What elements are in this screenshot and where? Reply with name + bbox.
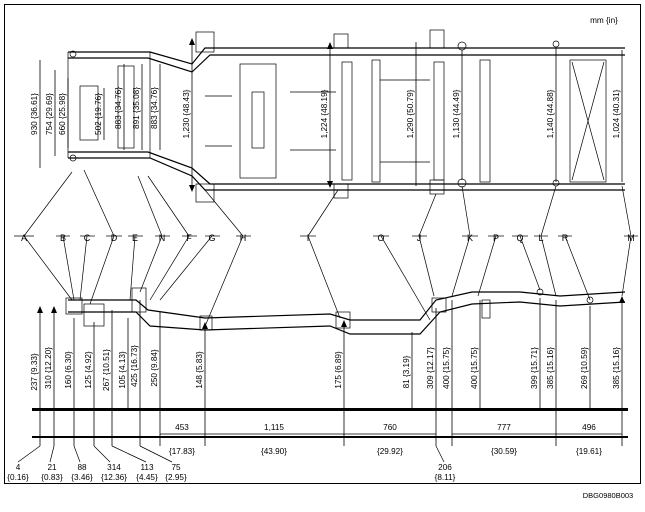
side-height-11: 81 {3.19} (402, 355, 411, 388)
letter-I: I (307, 233, 310, 243)
bottom-spacing-7-in: {8.11} (435, 473, 456, 482)
bottom-spacing-3-in: {3.46} (71, 473, 93, 482)
letter-C: C (84, 233, 91, 243)
top-view-frame (67, 29, 625, 203)
letter-D: D (111, 233, 118, 243)
top-height-12: 1,140 {44.88} (546, 89, 555, 138)
top-view-dimensions (39, 40, 623, 190)
side-height-1: 237 {9.33} (30, 353, 39, 391)
bottom-spacing-labels: 4 {0.16} 21 {0.83} 88 {3.46} 314 {12.36}… (7, 463, 455, 482)
bottom-spacing-7-mm: 206 (438, 463, 452, 472)
letter-J: J (417, 233, 422, 243)
top-height-4: 502 {19.76} (94, 93, 103, 135)
letter-A: A (21, 233, 27, 243)
side-height-18: 385 {15.16} (612, 347, 621, 389)
side-height-12: 309 {12.17} (426, 347, 435, 389)
outer-border (4, 4, 641, 484)
bottom-spacing-1-mm: 4 (16, 463, 21, 472)
bottom-spacing-2-in: {0.83} (41, 473, 63, 482)
side-height-8: 250 {9.84} (150, 349, 159, 387)
letter-O: O (377, 233, 384, 243)
bottom-spacing-6-mm: 75 (171, 463, 181, 472)
letter-L: L (538, 233, 543, 243)
side-view-frame (65, 287, 626, 335)
bottom-spacing-1-in: {0.16} (7, 473, 29, 482)
unit-label: mm {in} (590, 16, 618, 25)
top-height-13: 1,024 {40.31} (612, 89, 621, 138)
letter-Q: Q (516, 233, 523, 243)
band-spacing-4-in: {30.59} (491, 447, 517, 456)
side-height-13: 400 {15.75} (442, 347, 451, 389)
top-view-height-labels: 930 {36.61} 754 {29.69} 660 {25.98} 502 … (30, 87, 621, 139)
top-height-7: 883 {34.76} (150, 87, 159, 129)
letter-P: P (493, 233, 499, 243)
bottom-spacing-2-mm: 21 (47, 463, 57, 472)
top-height-5: 883 {34.76} (114, 87, 123, 129)
baseline-bar (17, 408, 628, 463)
band-spacing-3-in: {29.92} (377, 447, 403, 456)
side-height-10: 175 {6.89} (334, 351, 343, 389)
letter-R: R (562, 233, 569, 243)
band-spacing-1-mm: 453 (175, 423, 189, 432)
bottom-spacing-5-in: {4.45} (136, 473, 158, 482)
bottom-spacing-5-mm: 113 (140, 463, 153, 472)
letter-G: G (208, 233, 215, 243)
letter-H: H (240, 233, 247, 243)
top-height-1: 930 {36.61} (30, 93, 39, 135)
top-height-10: 1,290 {50.79} (406, 89, 415, 138)
side-height-3: 160 {6.30} (64, 351, 73, 389)
bottom-spacing-3-mm: 88 (77, 463, 87, 472)
letter-N: N (159, 233, 166, 243)
side-height-5: 267 {10.51} (102, 349, 111, 391)
band-spacing-4-mm: 777 (497, 423, 511, 432)
top-height-3: 660 {25.98} (58, 93, 67, 135)
arrowheads (37, 38, 625, 329)
letter-F: F (186, 233, 192, 243)
side-height-4: 125 {4.92} (84, 351, 93, 389)
side-height-14: 400 {15.75} (470, 347, 479, 389)
bottom-spacing-4-in: {12.36} (101, 473, 127, 482)
side-view-height-labels: 237 {9.33} 310 {12.20} 160 {6.30} 125 {4… (30, 345, 621, 391)
band-spacing-2-mm: 1,115 (264, 423, 284, 432)
side-height-7: 425 {16.73} (130, 345, 139, 387)
bottom-spacing-4-mm: 314 (107, 463, 121, 472)
reference-letters: A B C D E N F G H I O J K P Q L R M (14, 169, 638, 325)
top-height-8: 1,230 {48.43} (182, 89, 191, 138)
band-spacing-labels: 453 {17.83} 1,115 {43.90} 760 {29.92} 77… (169, 423, 602, 456)
top-height-6: 891 {35.08} (132, 87, 141, 129)
side-height-2: 310 {12.20} (44, 347, 53, 389)
side-height-6: 105 {4.13} (118, 351, 127, 389)
top-height-2: 754 {29.69} (45, 93, 54, 135)
side-height-16: 385 {15.16} (546, 347, 555, 389)
band-spacing-3-mm: 760 (383, 423, 397, 432)
side-height-9: 148 {5.83} (195, 351, 204, 389)
band-spacing-5-in: {19.61} (576, 447, 602, 456)
band-spacing-1-in: {17.83} (169, 447, 195, 456)
band-spacing-2-in: {43.90} (261, 447, 287, 456)
top-height-11: 1,130 {44.49} (452, 89, 461, 138)
side-height-15: 399 {15.71} (530, 347, 539, 389)
top-height-9: 1,224 {48.19} (320, 89, 329, 138)
side-height-17: 269 {10.59} (580, 347, 589, 389)
band-spacing-5-mm: 496 (582, 423, 596, 432)
figure-id: DBG0980B003 (583, 491, 633, 500)
bottom-spacing-6-in: {2.95} (165, 473, 187, 482)
letter-K: K (467, 233, 473, 243)
side-view-dimensions (39, 298, 623, 410)
